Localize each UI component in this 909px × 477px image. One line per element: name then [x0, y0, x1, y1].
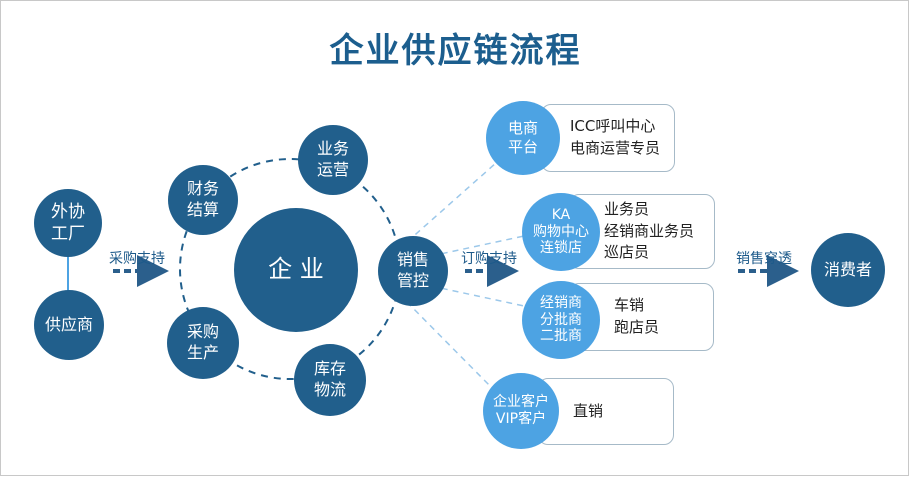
channel-circle-ecommerce: 电商 平台 [486, 101, 560, 175]
supplier-label: 供应商 [44, 314, 93, 334]
channel-box-ka: 业务员 经销商业务员 巡店员 [569, 194, 715, 269]
channel-detail: ICC呼叫中心 [570, 117, 656, 136]
channel-circle-line: 购物中心 [533, 223, 589, 240]
inventory-logistics-node: 库存 物流 [294, 344, 366, 416]
channel-detail: 电商运营专员 [570, 139, 661, 157]
channel-circle-line: 平台 [507, 138, 538, 156]
business-operations-node: 业务 运营 [298, 125, 368, 195]
sales-control-node: 销售 管控 [378, 236, 448, 306]
channel-circle-ka: KA 购物中心 连锁店 [522, 193, 600, 271]
channel-detail: 巡店员 [604, 243, 650, 262]
channel-detail: 经销商业务员 [604, 221, 695, 240]
channel-circle-enterprise-client: 企业客户 VIP客户 [483, 373, 559, 449]
sales-control-line-2: 管控 [396, 271, 429, 290]
inventory-line-1: 库存 [313, 359, 346, 379]
channel-detail: 直销 [573, 401, 604, 420]
channel-detail: 跑店员 [614, 318, 660, 336]
partner-factory-line-1: 外协 [51, 201, 85, 222]
page-title: 企业供应链流程 [329, 31, 582, 71]
purchase-support-label: 采购支持 [109, 251, 165, 267]
supplier-node: 供应商 [34, 290, 104, 360]
channel-circle-line: KA [551, 206, 571, 223]
channel-circle-line: 经销商 [540, 294, 582, 311]
purchase-production-node: 采购 生产 [167, 307, 239, 379]
purchase-line-2: 生产 [186, 343, 219, 362]
ray-to-ka [430, 235, 525, 257]
channel-box-ecommerce: ICC呼叫中心 电商运营专员 [541, 104, 675, 172]
channel-circle-line: 连锁店 [540, 240, 582, 257]
finance-settlement-node: 财务 结算 [168, 165, 238, 235]
consumer-label: 消费者 [823, 259, 872, 279]
channel-circle-line: VIP客户 [495, 411, 547, 427]
channel-detail: 业务员 [604, 199, 650, 218]
enterprise-node: 企 业 [234, 208, 358, 332]
channel-circle-line: 二批商 [540, 328, 582, 345]
sales-penetration-label: 销售穿透 [736, 251, 792, 267]
channel-circle-distributor: 经销商 分批商 二批商 [522, 281, 600, 359]
operations-line-1: 业务 [316, 139, 349, 159]
ray-to-distributor [430, 285, 525, 307]
purchase-line-1: 采购 [186, 322, 219, 342]
channel-detail: 车销 [614, 296, 645, 315]
partner-factory-line-2: 工厂 [51, 224, 85, 244]
operations-line-2: 运营 [316, 160, 349, 179]
channel-circle-line: 企业客户 [493, 393, 549, 410]
consumer-node: 消费者 [811, 233, 885, 307]
channel-circle-line: 分批商 [540, 311, 582, 328]
inventory-line-2: 物流 [313, 380, 346, 399]
order-support-label: 订购支持 [461, 251, 517, 267]
finance-line-1: 财务 [186, 179, 219, 199]
sales-control-line-1: 销售 [396, 250, 429, 270]
enterprise-label: 企 业 [268, 255, 324, 284]
partner-factory-node: 外协 工厂 [34, 189, 102, 257]
channel-circle-line: 电商 [507, 118, 538, 137]
finance-line-2: 结算 [186, 200, 219, 219]
ray-to-enterprise-client [398, 293, 494, 390]
